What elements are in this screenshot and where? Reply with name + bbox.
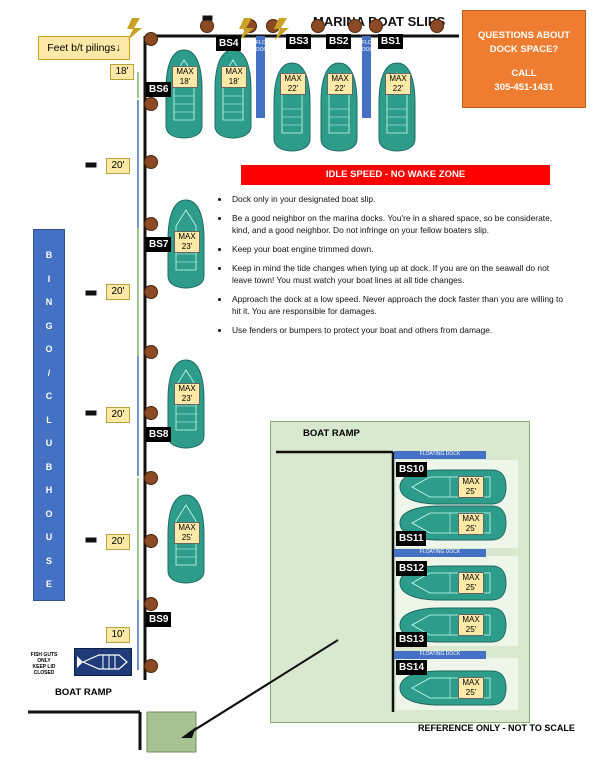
floating-dock-h2: FLOATING DOCK	[394, 549, 486, 557]
reference-note: REFERENCE ONLY - NOT TO SCALE	[418, 723, 575, 733]
distance-marker: 10'	[106, 627, 130, 643]
floating-dock-label-2: FLOATING DOCK	[362, 40, 387, 54]
distance-marker: 20'	[106, 158, 130, 174]
idle-speed-banner: IDLE SPEED - NO WAKE ZONE	[241, 165, 550, 185]
dock-rules: Dock only in your designated boat slip. …	[219, 193, 564, 343]
distance-marker: 18'	[110, 64, 134, 80]
boat-ramp-label-bottom: BOAT RAMP	[55, 687, 112, 698]
slip-label-bs6: BS6	[146, 82, 172, 97]
contact-call-label: CALL	[511, 68, 537, 79]
contact-line1: QUESTIONS ABOUT	[477, 30, 570, 41]
slip-label-bs4: BS4	[216, 36, 242, 51]
feet-between-pilings-label: Feet b/t pilings↓	[38, 36, 130, 60]
rule-item: Be a good neighbor on the marina docks. …	[230, 212, 564, 236]
rule-item: Use fenders or bumpers to protect your b…	[230, 324, 564, 336]
boat-ramp-label: BOAT RAMP	[303, 428, 360, 439]
slip-label-bs7: BS7	[146, 237, 172, 252]
rule-item: Dock only in your designated boat slip.	[230, 193, 564, 205]
slip-label-bs8: BS8	[146, 427, 172, 442]
slip-label-bs1: BS1	[378, 34, 404, 49]
contact-line2: DOCK SPACE?	[489, 44, 559, 55]
slip-label-bs3: BS3	[286, 34, 312, 49]
slip-label-bs14-overlay: BS14	[396, 660, 428, 675]
fish-icon	[74, 648, 132, 676]
distance-marker: 20'	[106, 534, 130, 550]
slip-label-bs11-overlay: BS11	[396, 531, 427, 546]
rule-item: Approach the dock at a low speed. Never …	[230, 293, 564, 317]
slip-label-bs2: BS2	[326, 34, 352, 49]
rule-item: Keep in mind the tide changes when tying…	[230, 262, 564, 286]
distance-marker: 20'	[106, 284, 130, 300]
slip-label-bs9: BS9	[146, 612, 172, 627]
slip-label-bs12-overlay: BS12	[396, 561, 428, 576]
rule-item: Keep your boat engine trimmed down.	[230, 243, 564, 255]
floating-dock-label-1: FLOATING DOCK	[256, 40, 281, 54]
contact-phone: 305-451-1431	[494, 82, 554, 93]
slip-label-bs10-overlay: BS10	[396, 462, 428, 477]
floating-dock-h3: FLOATING DOCK	[394, 651, 486, 659]
distance-marker: 20'	[106, 407, 130, 423]
contact-box: QUESTIONS ABOUT DOCK SPACE? CALL 305-451…	[462, 10, 586, 108]
slip-label-bs13-overlay: BS13	[396, 632, 428, 647]
floating-dock-h1: FLOATING DOCK	[394, 451, 486, 459]
